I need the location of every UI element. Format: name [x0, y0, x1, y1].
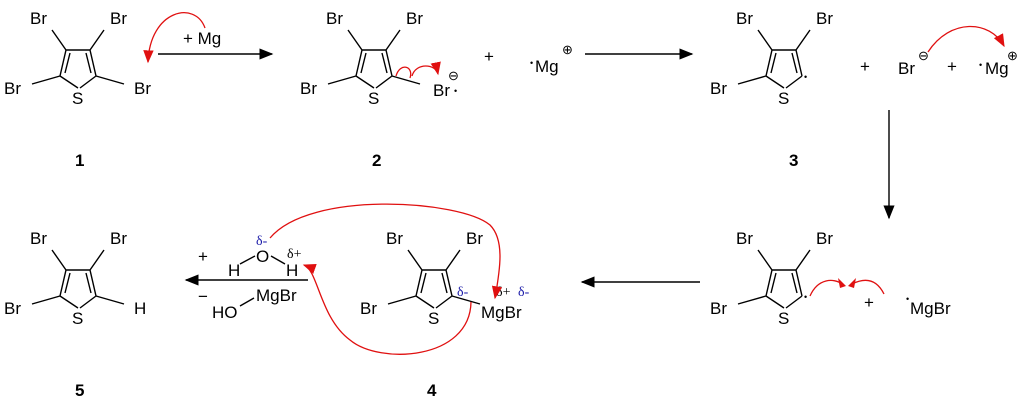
plus-sign: + — [864, 293, 874, 312]
atom-h: H — [134, 299, 146, 318]
delta-minus: δ- — [457, 285, 469, 300]
negative-charge: ⊖ — [918, 48, 929, 63]
radical-dot: • — [979, 60, 982, 70]
atom-br: Br — [326, 9, 343, 28]
mgbr: MgBr — [481, 303, 522, 322]
atom-s: S — [368, 89, 379, 108]
electron-arrow — [395, 66, 438, 78]
atom-s: S — [72, 89, 83, 108]
atom-br: Br — [816, 9, 833, 28]
electron-arrow — [143, 12, 206, 64]
atom-br: Br — [110, 9, 127, 28]
radical-dot: • — [906, 294, 909, 304]
plus-sign: + — [947, 57, 957, 76]
atom-br: Br — [406, 9, 423, 28]
delta-plus: δ+ — [287, 247, 302, 262]
electron-arrow — [927, 25, 1005, 53]
atom-s: S — [778, 309, 789, 328]
atom-s: S — [778, 89, 789, 108]
plus-sign: + — [198, 247, 208, 266]
molecule-2: Br Br Br Br • ⊖ S 2 — [300, 9, 459, 170]
compound-label-5: 5 — [75, 381, 84, 400]
water: H O H δ- δ+ — [228, 234, 302, 280]
mgbr: MgBr — [256, 286, 297, 305]
molecule-5: Br Br Br H S 5 — [4, 229, 146, 400]
atom-s: S — [428, 309, 439, 328]
atom-br: Br — [736, 229, 753, 248]
compound-label-1: 1 — [75, 151, 84, 170]
radical-dot: • — [530, 58, 533, 68]
atom-h: H — [228, 261, 240, 280]
compound-label-2: 2 — [372, 151, 381, 170]
reagent-mg: + Mg — [183, 29, 221, 48]
molecule-1: Br Br Br Br S 1 — [4, 9, 206, 170]
atom-br: Br — [710, 299, 727, 318]
negative-charge: ⊖ — [448, 68, 459, 83]
atom-br: Br — [816, 229, 833, 248]
positive-charge: ⊕ — [1007, 48, 1018, 63]
atom-mg: Mg — [985, 59, 1009, 78]
delta-minus: δ- — [256, 234, 268, 249]
minus-sign: − — [198, 287, 208, 306]
atom-br: Br — [30, 9, 47, 28]
radical-dot: • — [804, 292, 807, 302]
electron-arrow — [269, 203, 503, 300]
plus-sign: + — [484, 47, 494, 66]
positive-charge: ⊕ — [562, 42, 573, 57]
atom-br: Br — [466, 229, 483, 248]
delta-minus: δ- — [518, 285, 530, 300]
atom-s: S — [72, 309, 83, 328]
atom-br: Br — [30, 229, 47, 248]
atom-br: Br — [4, 79, 21, 98]
atom-br: Br — [134, 79, 151, 98]
atom-br: Br — [386, 229, 403, 248]
molecule-4: Br Br Br S MgBr δ- δ+ δ- 4 — [360, 229, 530, 400]
atom-mg: Mg — [535, 57, 559, 76]
atom-br: Br — [433, 81, 450, 100]
molecule-3: Br Br Br • S 3 — [710, 9, 833, 170]
radical-intermediate: Br Br Br • S + • MgBr — [710, 229, 951, 328]
electron-arrow — [302, 264, 472, 355]
atom-o: O — [256, 247, 269, 266]
radical-dot: • — [804, 72, 807, 82]
atom-br: Br — [300, 79, 317, 98]
bromide: Br — [898, 59, 915, 78]
mgbr: MgBr — [910, 299, 951, 318]
atom-h: H — [286, 261, 298, 280]
delta-plus: δ+ — [496, 285, 511, 300]
atom-br: Br — [710, 79, 727, 98]
atom-br: Br — [360, 299, 377, 318]
atom-br: Br — [4, 299, 21, 318]
compound-label-4: 4 — [427, 381, 437, 400]
atom-br: Br — [736, 9, 753, 28]
radical-dot: • — [454, 86, 457, 96]
hydroxide: HO — [212, 303, 238, 322]
compound-label-3: 3 — [789, 151, 798, 170]
atom-br: Br — [110, 229, 127, 248]
plus-sign: + — [860, 57, 870, 76]
